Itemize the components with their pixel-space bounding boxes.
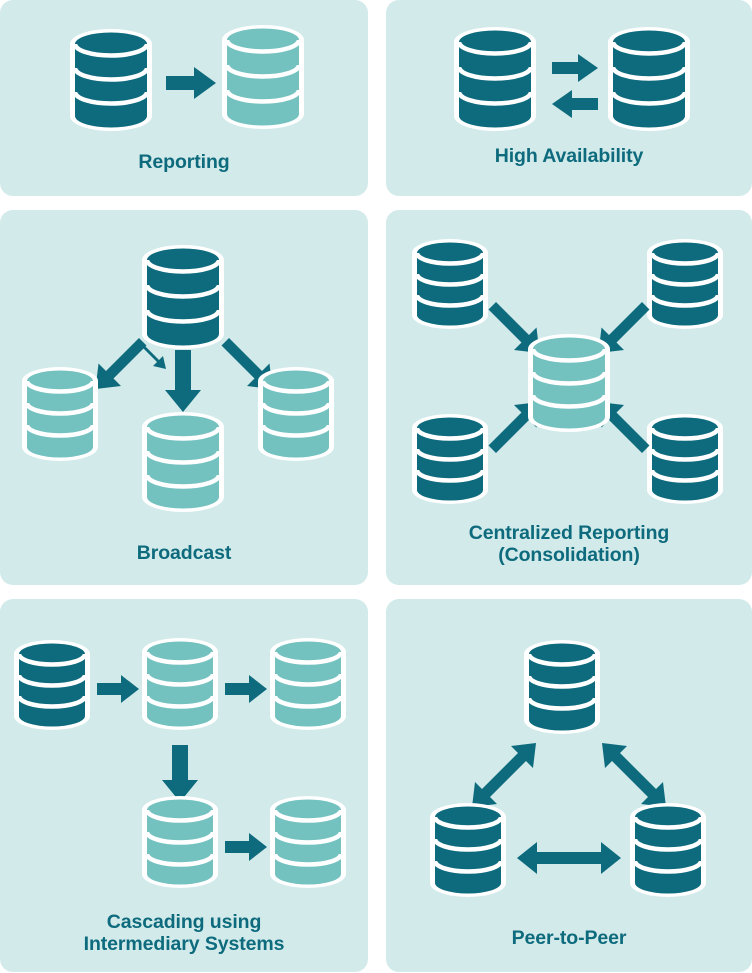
cascade-bottom-right-database bbox=[270, 796, 346, 888]
panel-broadcast[interactable]: Broadcast bbox=[0, 210, 368, 585]
panel-caption-cascading: Cascading using Intermediary Systems bbox=[83, 911, 285, 956]
cascade-bottom-center-database bbox=[142, 796, 218, 888]
broadcast-target-left-database bbox=[22, 367, 98, 461]
centralized-reporting-diagram bbox=[386, 210, 752, 585]
cascade-source-database bbox=[14, 640, 90, 730]
cascade-arrow-source-to-intermediary bbox=[97, 675, 139, 703]
source-to-replica-arrow bbox=[166, 67, 216, 99]
broadcast-target-center-database bbox=[142, 412, 224, 512]
panel-caption-centralized-reporting: Centralized Reporting (Consolidation) bbox=[468, 522, 670, 567]
source-top-left-database bbox=[412, 239, 488, 329]
panel-caption-high-availability: High Availability bbox=[494, 145, 644, 168]
cascading-diagram bbox=[0, 599, 368, 972]
primary-to-standby-arrow bbox=[552, 54, 598, 82]
peer-arrow-top-to-bottom-right bbox=[602, 743, 666, 807]
consolidation-arrow-bottom-left bbox=[488, 402, 540, 453]
consolidation-arrow-top-right bbox=[598, 302, 650, 353]
peer-bottom-right-database bbox=[630, 803, 706, 897]
consolidated-central-database bbox=[528, 334, 610, 432]
peer-to-peer-diagram bbox=[386, 599, 752, 972]
source-bottom-left-database bbox=[412, 414, 488, 504]
high-availability-diagram bbox=[386, 0, 752, 196]
source-bottom-right-database bbox=[647, 414, 723, 504]
panel-caption-peer-to-peer: Peer-to-Peer bbox=[511, 927, 627, 950]
reporting-replica-database bbox=[222, 25, 304, 129]
peer-bottom-left-database bbox=[430, 803, 506, 897]
cascade-arrow-bottom-to-right bbox=[225, 833, 267, 861]
panel-cascading[interactable]: Cascading using Intermediary Systems bbox=[0, 599, 368, 972]
panel-centralized-reporting[interactable]: Centralized Reporting (Consolidation) bbox=[386, 210, 752, 585]
panel-caption-broadcast: Broadcast bbox=[136, 542, 232, 565]
broadcast-arrow-center bbox=[165, 350, 201, 412]
source-database bbox=[70, 29, 152, 131]
panel-reporting[interactable]: Reporting bbox=[0, 0, 368, 196]
standby-to-primary-arrow bbox=[552, 90, 598, 118]
consolidation-arrow-bottom-right bbox=[598, 402, 650, 453]
peer-arrow-bottom-left-to-bottom-right bbox=[517, 842, 621, 874]
cascade-arrow-intermediary-to-right bbox=[225, 675, 267, 703]
panel-caption-reporting: Reporting bbox=[138, 151, 230, 174]
panel-high-availability[interactable]: High Availability bbox=[386, 0, 752, 196]
reporting-diagram bbox=[0, 0, 368, 196]
broadcast-diagram bbox=[0, 210, 368, 585]
standby-database bbox=[608, 27, 690, 131]
cascade-top-right-database bbox=[270, 638, 346, 730]
consolidation-arrow-top-left bbox=[488, 302, 540, 353]
broadcast-source-database bbox=[142, 245, 224, 349]
broadcast-arrow-right bbox=[221, 338, 273, 389]
primary-database bbox=[454, 27, 536, 131]
cascade-intermediary-database bbox=[142, 638, 218, 730]
cascade-arrow-intermediary-to-bottom bbox=[162, 745, 198, 802]
broadcast-target-right-database bbox=[258, 367, 334, 461]
panel-peer-to-peer[interactable]: Peer-to-Peer bbox=[386, 599, 752, 972]
peer-top-database bbox=[524, 640, 600, 734]
source-top-right-database bbox=[647, 239, 723, 329]
peer-arrow-top-to-bottom-left bbox=[472, 743, 536, 807]
broadcast-arrow-left bbox=[95, 338, 166, 389]
